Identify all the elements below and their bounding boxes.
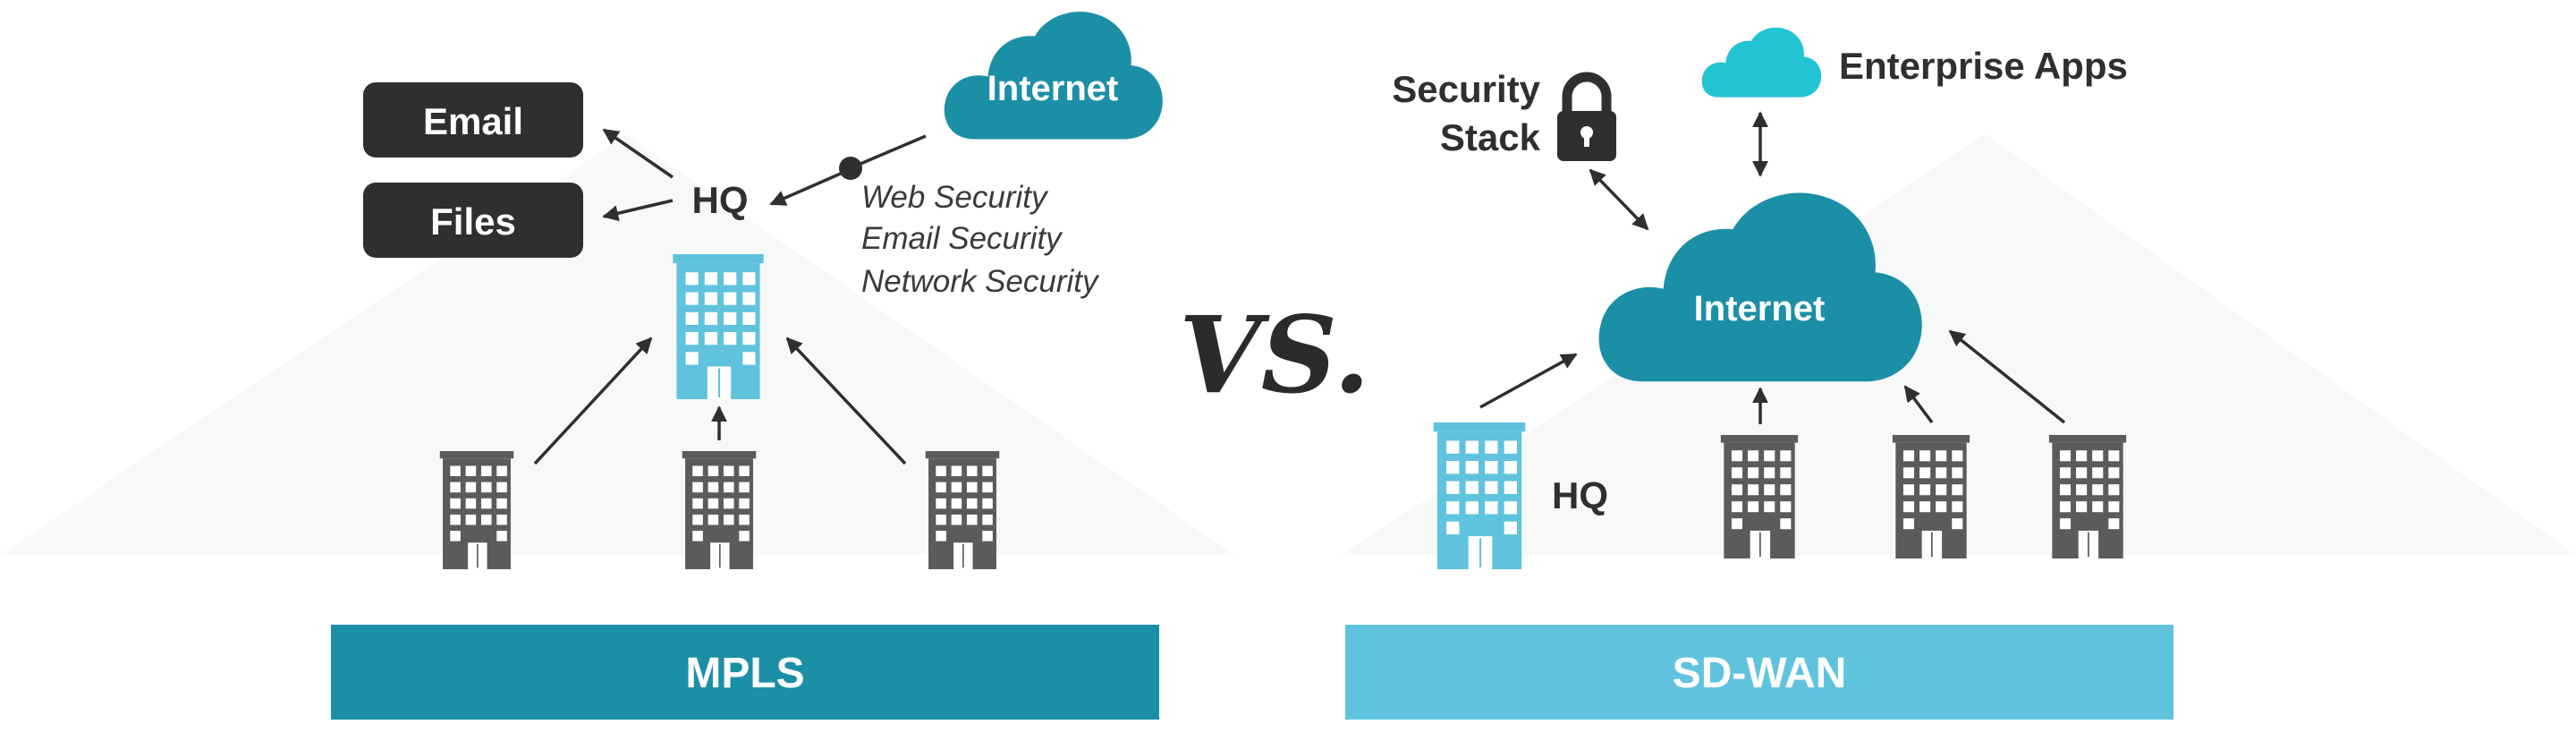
arrow-branch3-to-internet xyxy=(1948,329,2066,424)
email-security-label: Email Security xyxy=(861,221,1063,256)
lock-icon xyxy=(1557,72,1616,161)
arrow-branch2-to-internet xyxy=(1903,385,1934,424)
security-label-line2: Stack xyxy=(1440,116,1541,158)
sdwan-internet-label: Internet xyxy=(1694,289,1826,328)
sdwan-branch-building-icon-2 xyxy=(1892,435,1970,558)
mpls-label: MPLS xyxy=(685,650,804,697)
security-label-line1: Security xyxy=(1392,68,1540,110)
mpls-branch-building-icon-1 xyxy=(439,451,514,569)
arrow-security-to-hq xyxy=(769,171,843,206)
connector-internet-to-dot xyxy=(853,134,927,168)
arrow-security-internet xyxy=(1589,168,1649,231)
sdwan-branch-building-icon-3 xyxy=(2048,435,2127,558)
files-pill: Files xyxy=(363,183,583,258)
enterprise-apps-cloud xyxy=(1701,27,1822,98)
sdwan-branch-building-icon-1 xyxy=(1720,435,1799,558)
email-label: Email xyxy=(423,100,523,142)
arrow-branch3-to-hq xyxy=(785,337,907,465)
mpls-branch-building-icon-3 xyxy=(925,451,1000,569)
mpls-internet-cloud: Internet xyxy=(944,12,1163,140)
mpls-band: MPLS xyxy=(331,625,1159,720)
security-services-list: Web Security Email Security Network Secu… xyxy=(861,180,1100,299)
sdwan-internet-cloud: Internet xyxy=(1598,192,1922,382)
files-label: Files xyxy=(430,200,516,243)
mpls-internet-label: Internet xyxy=(987,69,1119,108)
arrow-hq-to-internet xyxy=(1479,353,1578,409)
email-pill: Email xyxy=(363,82,583,158)
network-security-label: Network Security xyxy=(861,264,1100,299)
mpls-hq-building-icon xyxy=(673,254,764,399)
cloud-icon-small xyxy=(1701,27,1822,98)
vs-label: VS. xyxy=(1179,293,1370,417)
arrow-hq-to-files xyxy=(602,199,674,222)
enterprise-apps-label: Enterprise Apps xyxy=(1839,45,2128,87)
sdwan-hq-building-icon xyxy=(1433,422,1526,569)
mpls-branch-building-icon-2 xyxy=(682,451,757,569)
arrow-branch1-to-hq xyxy=(533,337,653,465)
mpls-hq-label: HQ xyxy=(692,179,749,221)
web-security-label: Web Security xyxy=(861,180,1049,215)
sdwan-hq-label: HQ xyxy=(1552,474,1608,516)
arrow-hq-to-email xyxy=(602,128,674,179)
sdwan-band: SD-WAN xyxy=(1345,625,2174,720)
security-junction-dot xyxy=(839,157,862,180)
sdwan-label: SD-WAN xyxy=(1673,650,1847,697)
background-shape-left xyxy=(0,134,1234,555)
